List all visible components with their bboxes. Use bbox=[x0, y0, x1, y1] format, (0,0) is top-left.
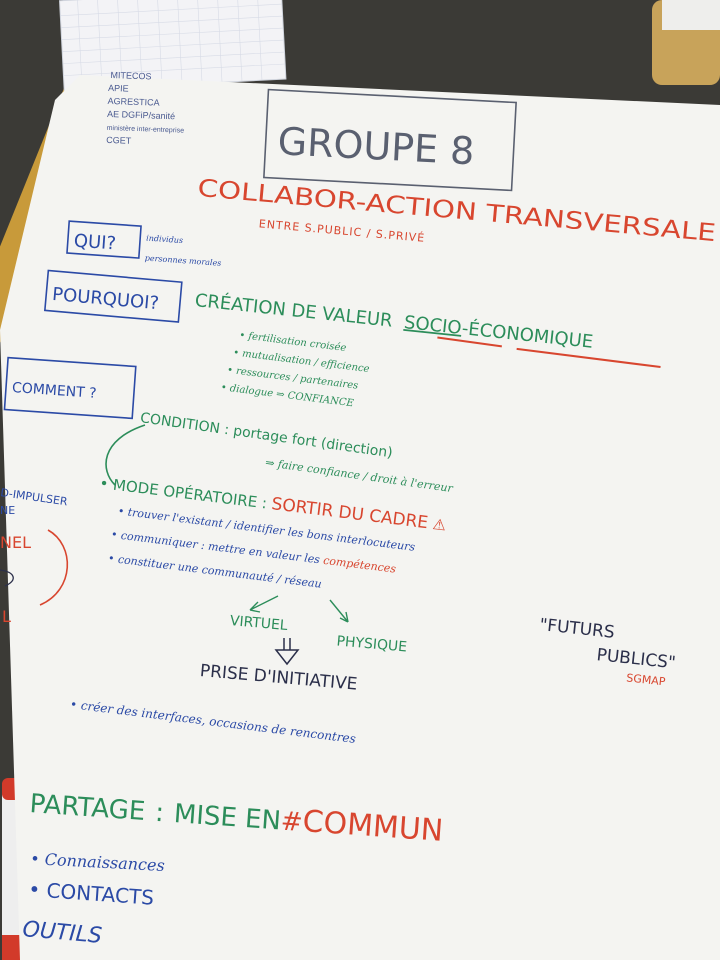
title-box: GROUPE 8 bbox=[263, 88, 517, 192]
notepad bbox=[59, 0, 287, 92]
notepad-line: ministère inter-entreprise bbox=[107, 125, 185, 135]
qui-label: QUI? bbox=[73, 231, 117, 255]
notepad-list: MITECOS APIE AGRESTICA AE DGFiP/sanité m… bbox=[106, 70, 185, 146]
notepad-line: CGET bbox=[106, 135, 132, 146]
down-arrow bbox=[274, 638, 300, 666]
notepad-line: MITECOS bbox=[110, 70, 151, 81]
socio-underline bbox=[437, 336, 502, 348]
left-edge-red: L bbox=[2, 607, 11, 626]
futurs-tag: SGMAP bbox=[626, 671, 667, 688]
condition-arrow bbox=[105, 424, 146, 486]
qui-item: individus bbox=[146, 234, 183, 246]
comment-section: COMMENT ? bbox=[3, 356, 137, 420]
left-edge-red: NEL bbox=[0, 533, 31, 552]
branch-arrows bbox=[249, 595, 349, 623]
branch-physique: PHYSIQUE bbox=[336, 633, 408, 655]
eco-underline bbox=[516, 347, 661, 369]
branch-virtuel: VIRTUEL bbox=[229, 613, 288, 634]
notepad-line: AE DGFiP/sanité bbox=[107, 109, 175, 121]
notepad-line: AGRESTICA bbox=[107, 96, 159, 108]
left-edge-line: NE bbox=[0, 504, 15, 517]
notepad-line: APIE bbox=[108, 83, 129, 94]
tape-roll bbox=[652, 0, 720, 85]
comment-label: COMMENT ? bbox=[11, 380, 97, 402]
poster-title: GROUPE 8 bbox=[277, 119, 476, 173]
